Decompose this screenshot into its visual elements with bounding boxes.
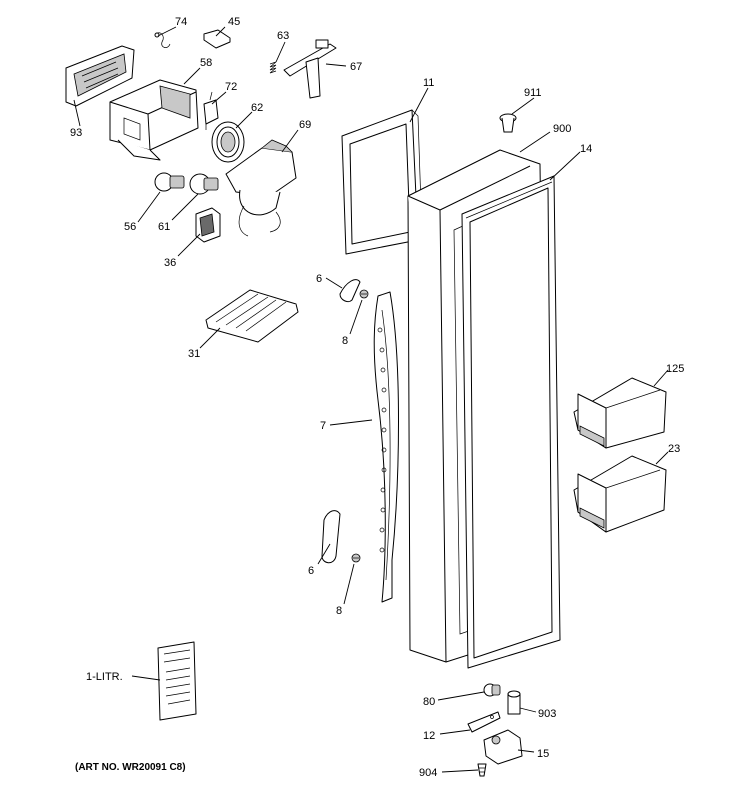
leader-lines <box>73 26 669 773</box>
part-labels: 74 45 63 67 58 72 62 93 69 56 61 36 11 9… <box>70 16 684 779</box>
part-69-ice-chute <box>225 139 297 237</box>
part-72-switch <box>203 91 219 130</box>
part-911-cap <box>499 113 517 133</box>
label-69: 69 <box>299 119 311 131</box>
label-8-lower: 8 <box>336 605 342 617</box>
label-6-top: 6 <box>316 273 322 285</box>
label-7: 7 <box>320 420 326 432</box>
part-93-control-panel <box>65 45 135 107</box>
label-6-lower: 6 <box>308 565 314 577</box>
label-80: 80 <box>423 696 435 708</box>
label-12: 12 <box>423 730 435 742</box>
label-31: 31 <box>188 348 200 360</box>
part-903-hinge-pin <box>507 690 521 715</box>
label-45: 45 <box>228 16 240 28</box>
part-15-hinge <box>483 729 523 765</box>
label-58: 58 <box>200 57 212 69</box>
part-904-screw <box>477 763 487 777</box>
art-number: (ART NO. WR20091 C8) <box>75 762 186 773</box>
label-63: 63 <box>277 30 289 42</box>
part-63-spring <box>269 61 277 74</box>
label-23: 23 <box>668 443 680 455</box>
part-31-shelf <box>205 289 299 343</box>
label-56: 56 <box>124 221 136 233</box>
label-8-top: 8 <box>342 335 348 347</box>
part-45-bracket <box>203 29 231 49</box>
label-36: 36 <box>164 257 176 269</box>
part-125-door-bin <box>573 377 667 449</box>
label-903: 903 <box>538 708 556 720</box>
part-74-wire-clip <box>154 32 171 48</box>
label-14: 14 <box>580 143 592 155</box>
part-61-knob <box>189 173 219 195</box>
part-6-top-handle-cap <box>339 279 361 303</box>
label-125: 125 <box>666 363 684 375</box>
part-58-dispenser-housing <box>109 79 199 161</box>
part-23-door-bin <box>573 455 667 533</box>
label-93: 93 <box>70 127 82 139</box>
label-911: 911 <box>524 87 542 99</box>
part-62-ring <box>211 121 245 163</box>
part-11-frame-panel <box>341 109 423 255</box>
part-literature-booklet <box>157 641 197 721</box>
part-36-switch <box>195 207 221 243</box>
label-74: 74 <box>175 16 187 28</box>
label-904: 904 <box>419 767 437 779</box>
label-72: 72 <box>225 81 237 93</box>
label-62: 62 <box>251 102 263 114</box>
part-12-hinge-bracket <box>467 711 501 733</box>
part-56-knob <box>154 172 185 192</box>
part-80-roller <box>483 683 501 697</box>
part-14-gasket <box>461 175 561 669</box>
part-8-lower-screw <box>351 553 361 563</box>
label-1-litr: 1-LITR. <box>86 671 123 683</box>
label-61: 61 <box>158 221 170 233</box>
label-900: 900 <box>553 123 571 135</box>
label-67: 67 <box>350 61 362 73</box>
handle-grip-dots <box>377 327 387 553</box>
part-7-door-handle <box>373 291 399 603</box>
part-67-actuator-arm <box>283 39 337 99</box>
part-8-top-screw <box>359 289 369 299</box>
label-11: 11 <box>423 77 434 89</box>
part-6-lower-handle-cap <box>321 510 341 564</box>
label-15: 15 <box>537 748 549 760</box>
